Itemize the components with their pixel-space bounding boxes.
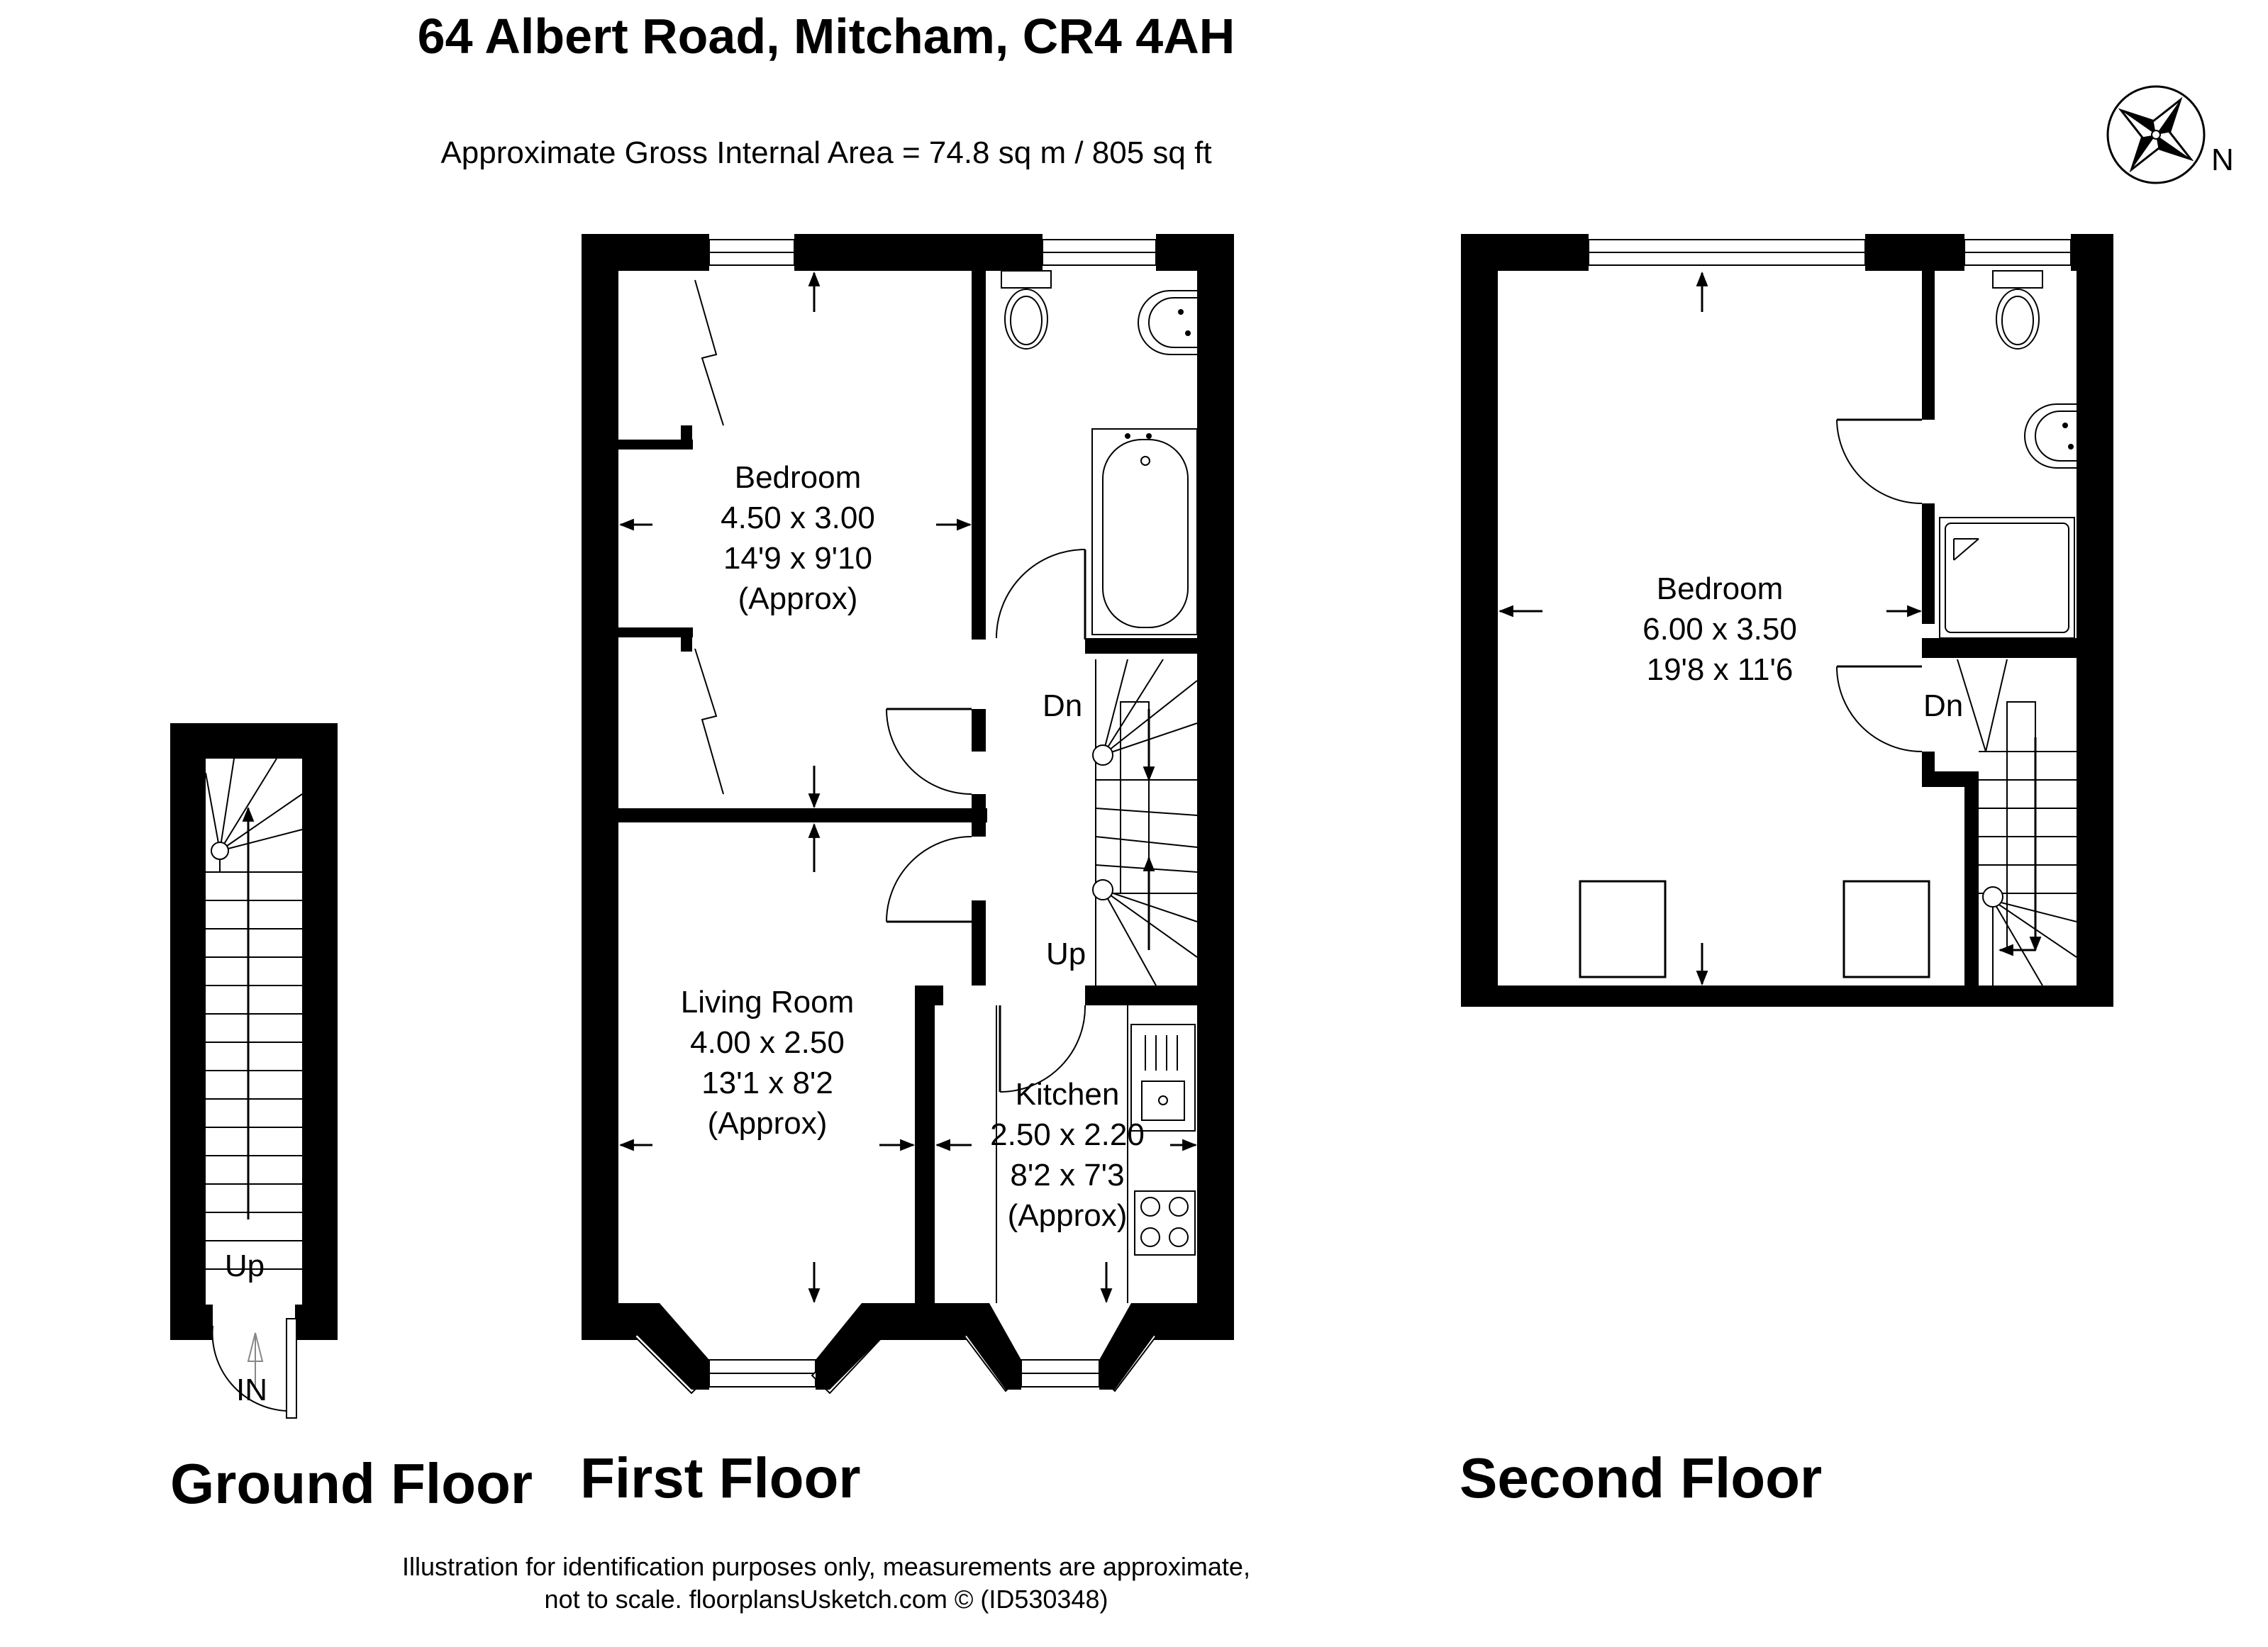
svg-text:(Approx): (Approx) — [738, 581, 858, 616]
compass-rose-icon — [2106, 85, 2206, 184]
kitchen-sink-icon — [1130, 1024, 1196, 1132]
kitchen-label: Kitchen 2.50 x 2.20 8'2 x 7'3 (Approx) — [990, 1077, 1145, 1233]
second-basin-icon — [2024, 403, 2077, 469]
first-stair-up-label: Up — [1046, 937, 1086, 971]
hob-icon — [1134, 1190, 1196, 1256]
svg-text:6.00 x 3.50: 6.00 x 3.50 — [1642, 612, 1797, 647]
svg-text:4.00 x 2.50: 4.00 x 2.50 — [690, 1025, 845, 1060]
first-dimension-arrows — [618, 271, 1198, 1304]
living-room-label: Living Room 4.00 x 2.50 13'1 x 8'2 (Appr… — [681, 985, 855, 1141]
svg-text:2.50 x 2.20: 2.50 x 2.20 — [990, 1117, 1145, 1152]
ground-stair-up-label: Up — [225, 1249, 265, 1283]
svg-text:13'1 x 8'2: 13'1 x 8'2 — [701, 1066, 833, 1100]
second-doors — [1836, 418, 1923, 752]
second-floor-title: Second Floor — [1460, 1446, 1822, 1509]
kitchen-bay-window — [963, 1303, 1157, 1392]
property-address: 64 Albert Road, Mitcham, CR4 4AH — [418, 9, 1235, 64]
svg-text:Living Room: Living Room — [681, 985, 855, 1020]
second-stair-down-label: Dn — [1923, 688, 1963, 723]
ground-floor-plan: Up IN — [170, 723, 338, 1419]
kitchen-units — [996, 1005, 1128, 1303]
second-staircase — [1957, 659, 2077, 986]
svg-text:8'2 x 7'3: 8'2 x 7'3 — [1010, 1158, 1124, 1193]
svg-text:4.50 x 3.00: 4.50 x 3.00 — [721, 501, 875, 535]
compass-north-label: N — [2211, 143, 2234, 177]
first-stair-down-label: Dn — [1043, 688, 1082, 723]
skylight-right — [1842, 880, 1930, 978]
disclaimer-line-1: Illustration for identification purposes… — [402, 1552, 1250, 1581]
ground-staircase — [205, 758, 303, 1270]
shower-tray-icon — [1939, 517, 2075, 639]
second-bedroom-label: Bedroom 6.00 x 3.50 19'8 x 11'6 — [1642, 571, 1797, 687]
second-toilet-icon — [1992, 270, 2043, 350]
disclaimer-line-2: not to scale. floorplansUsketch.com © (I… — [545, 1585, 1108, 1614]
svg-text:19'8 x 11'6: 19'8 x 11'6 — [1647, 652, 1794, 687]
skylight-left — [1579, 880, 1667, 978]
ground-floor-title: Ground Floor — [170, 1452, 533, 1515]
living-room-bay-window — [633, 1303, 886, 1395]
svg-text:(Approx): (Approx) — [1008, 1198, 1128, 1233]
svg-text:Kitchen: Kitchen — [1016, 1077, 1120, 1112]
first-doors — [886, 549, 1086, 1093]
svg-text:Bedroom: Bedroom — [735, 460, 862, 495]
entrance-door — [211, 1318, 297, 1419]
second-dimension-arrows — [1498, 271, 1923, 986]
svg-text:14'9 x 9'10: 14'9 x 9'10 — [723, 541, 872, 576]
first-staircase — [1092, 659, 1198, 986]
first-toilet-icon — [1001, 270, 1052, 350]
entrance-label: IN — [236, 1373, 267, 1407]
first-floor-plan: Dn Up — [582, 234, 1234, 1395]
gross-internal-area: Approximate Gross Internal Area = 74.8 s… — [440, 135, 1211, 170]
first-floor-title: First Floor — [580, 1446, 861, 1509]
first-basin-icon — [1138, 290, 1197, 355]
first-bedroom-label: Bedroom 4.50 x 3.00 14'9 x 9'10 (Approx) — [721, 460, 875, 616]
second-floor-plan: Dn Bedroom 6.00 x 3.50 19'8 x 11'6 — [1461, 234, 2113, 1007]
bathtub-icon — [1091, 428, 1198, 635]
svg-text:Bedroom: Bedroom — [1657, 571, 1784, 606]
svg-text:(Approx): (Approx) — [708, 1106, 828, 1141]
